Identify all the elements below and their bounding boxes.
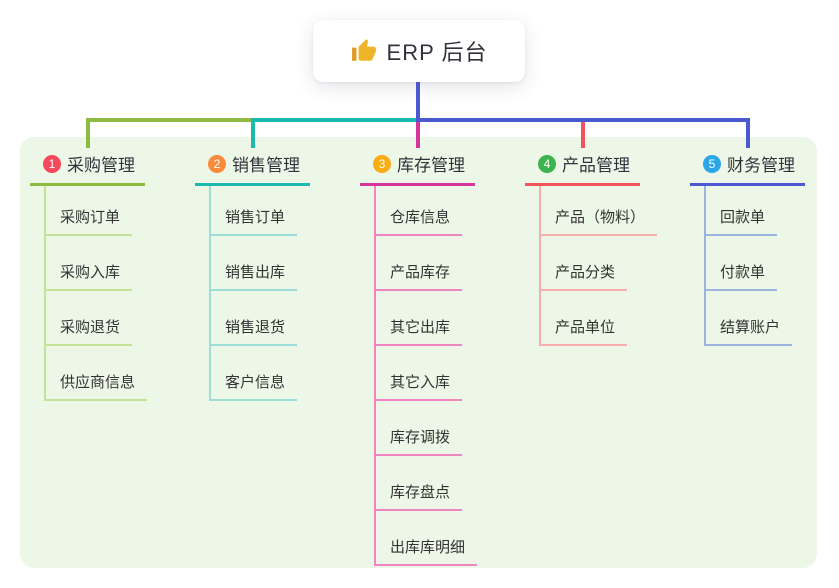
branch-column: 3 库存管理仓库信息产品库存其它出库其它入库库存调拨库存盘点出库库明细 [360,148,478,566]
branch-label: 采购管理 [67,156,135,175]
child-node[interactable]: 付款单 [706,236,778,291]
child-label: 库存盘点 [390,484,451,501]
child-label: 结算账户 [720,319,781,336]
child-node[interactable]: 结算账户 [706,291,793,346]
branch-children: 采购订单采购入库采购退货供应商信息 [44,186,148,401]
branch-drop-line [250,118,255,148]
child-node[interactable]: 客户信息 [211,346,298,401]
branch-number-badge: 2 [208,154,226,173]
child-node[interactable]: 销售退货 [211,291,298,346]
branch-children: 仓库信息产品库存其它出库其它入库库存调拨库存盘点出库库明细 [374,186,478,566]
child-node[interactable]: 仓库信息 [376,186,463,236]
branch-label: 财务管理 [727,156,795,175]
root-stem-line [415,82,420,118]
branch-node[interactable]: 1 采购管理 [30,148,145,186]
child-label: 产品（物料） [555,209,646,226]
child-node[interactable]: 出库库明细 [376,511,478,566]
branch-column: 1 采购管理采购订单采购入库采购退货供应商信息 [30,148,148,401]
child-node[interactable]: 回款单 [706,186,778,236]
branch-label: 库存管理 [397,156,465,175]
connector-segment-left [85,118,251,122]
child-label: 产品分类 [555,264,616,281]
child-node[interactable]: 库存调拨 [376,401,463,456]
branch-children: 回款单付款单结算账户 [704,186,793,346]
branch-node[interactable]: 3 库存管理 [360,148,475,186]
branch-column: 2 销售管理销售订单销售出库销售退货客户信息 [195,148,310,401]
child-node[interactable]: 库存盘点 [376,456,463,511]
child-label: 销售出库 [225,264,286,281]
branch-column: 5 财务管理回款单付款单结算账户 [690,148,805,346]
branch-node[interactable]: 2 销售管理 [195,148,310,186]
child-node[interactable]: 采购退货 [46,291,133,346]
branch-label: 产品管理 [562,156,630,175]
branch-drop-line [580,122,585,148]
branch-node[interactable]: 4 产品管理 [525,148,640,186]
child-label: 销售退货 [225,319,286,336]
child-label: 供应商信息 [60,374,136,391]
child-label: 产品库存 [390,264,451,281]
child-node[interactable]: 产品（物料） [541,186,658,236]
child-label: 回款单 [720,209,766,226]
branches-panel [20,137,817,568]
child-label: 其它出库 [390,319,451,336]
child-label: 仓库信息 [390,209,451,226]
child-node[interactable]: 产品分类 [541,236,628,291]
branch-column: 4 产品管理产品（物料） 产品分类产品单位 [525,148,658,346]
child-label: 客户信息 [225,374,286,391]
child-node[interactable]: 产品库存 [376,236,463,291]
thumbs-up-icon [351,39,376,61]
child-label: 采购订单 [60,209,121,226]
child-label: 库存调拨 [390,429,451,446]
branch-node[interactable]: 5 财务管理 [690,148,805,186]
branch-number-badge: 1 [43,154,61,173]
branch-label: 销售管理 [232,156,300,175]
connector-segment-middle [250,118,416,122]
child-label: 付款单 [720,264,766,281]
child-label: 产品单位 [555,319,616,336]
child-node[interactable]: 采购订单 [46,186,133,236]
child-node[interactable]: 采购入库 [46,236,133,291]
branch-children: 产品（物料） 产品分类产品单位 [539,186,658,346]
child-node[interactable]: 供应商信息 [46,346,148,401]
child-node[interactable]: 销售出库 [211,236,298,291]
branch-number-badge: 4 [538,154,556,173]
child-label: 销售订单 [225,209,286,226]
child-node[interactable]: 销售订单 [211,186,298,236]
child-label: 出库库明细 [390,539,466,556]
branch-drop-line [85,118,90,148]
branch-number-badge: 5 [703,154,721,173]
child-node[interactable]: 产品单位 [541,291,628,346]
branch-drop-line [745,118,750,148]
root-node[interactable]: ERP 后台 [313,20,525,82]
child-label: 采购退货 [60,319,121,336]
child-label: 采购入库 [60,264,121,281]
branch-drop-line [415,122,420,148]
root-title: ERP 后台 [386,40,488,65]
connector-segment-right [415,118,750,122]
child-node[interactable]: 其它出库 [376,291,463,346]
child-node[interactable]: 其它入库 [376,346,463,401]
branch-number-badge: 3 [373,154,391,173]
branch-children: 销售订单销售出库销售退货客户信息 [209,186,298,401]
child-label: 其它入库 [390,374,451,391]
